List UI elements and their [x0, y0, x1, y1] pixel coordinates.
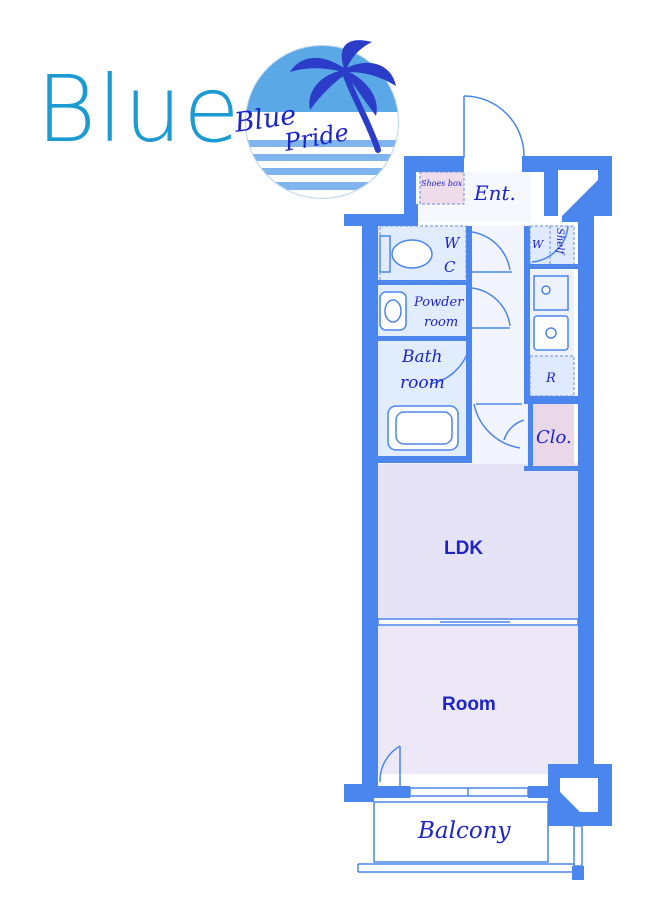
doors — [379, 95, 569, 786]
label-washer: W — [532, 238, 545, 251]
toilet-icon — [391, 239, 433, 269]
balcony — [357, 801, 584, 880]
label-balcony: Balcony — [417, 818, 512, 844]
stove-icon — [533, 275, 569, 311]
label-wc-bottom: C — [444, 258, 456, 276]
sliding-partition — [377, 618, 579, 626]
label-wc-top: W — [444, 234, 461, 252]
label-room: Room — [442, 694, 496, 715]
label-powder-bottom: room — [424, 315, 458, 330]
label-powder-top: Powder — [413, 295, 464, 310]
label-fridge: R — [545, 371, 556, 386]
label-shelf: Shelf — [554, 228, 565, 256]
balcony-window — [409, 787, 529, 797]
room-labels: Shoes box Ent. W C W Shelf Powder room B… — [400, 179, 572, 844]
dashed-outlines — [379, 171, 575, 397]
palm-tree-icon — [290, 40, 396, 153]
blue-pride-logo: Blue Pride — [232, 40, 399, 199]
label-entrance: Ent. — [473, 181, 516, 205]
label-closet: Clo. — [536, 427, 572, 448]
exterior-walls — [344, 156, 612, 826]
label-bath-top: Bath — [401, 347, 442, 367]
label-ldk: LDK — [444, 538, 483, 559]
label-shoes-box: Shoes box — [421, 179, 463, 188]
brand-wordmark: Blue — [36, 56, 241, 163]
fixtures — [379, 235, 569, 451]
label-bath-bottom: room — [400, 373, 445, 393]
